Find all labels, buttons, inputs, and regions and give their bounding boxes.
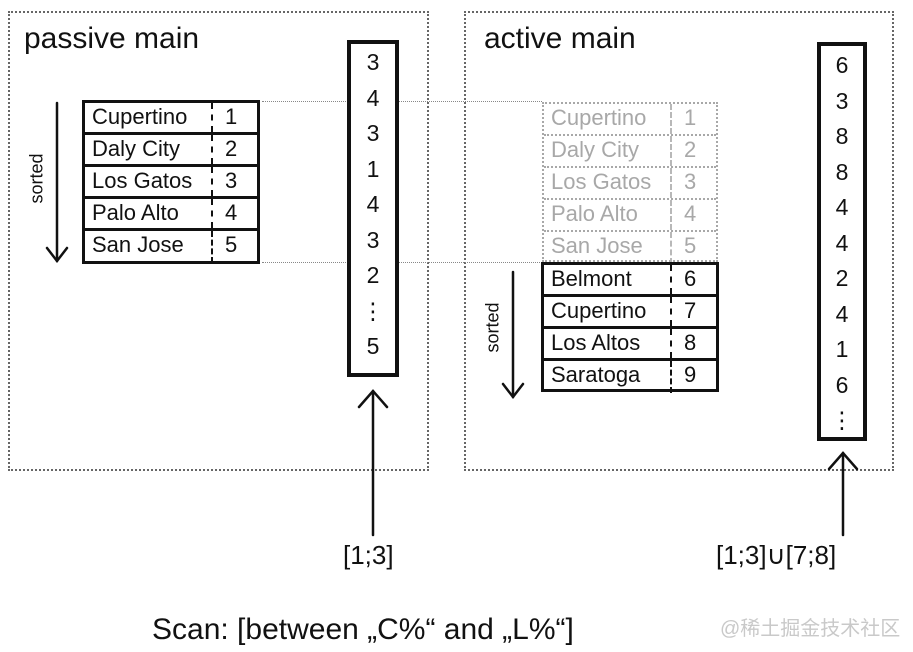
column-value: 6: [835, 371, 849, 398]
dictionary-separator: [670, 168, 672, 198]
active-range-label: [1;3]∪[7;8]: [716, 540, 837, 570]
dictionary-city: Saratoga: [551, 362, 641, 387]
dictionary-code: 6: [684, 266, 697, 291]
dictionary-row: Palo Alto 4: [544, 200, 716, 232]
dictionary-row: San Jose 5: [544, 232, 716, 264]
dictionary-code: 1: [684, 105, 697, 130]
dictionary-separator: [211, 135, 213, 164]
column-value: 2: [835, 265, 849, 291]
dictionary-row: Los Altos 8: [544, 329, 716, 361]
dictionary-city: San Jose: [92, 232, 184, 257]
passive-value-column: 3 4 3 1 4 3 2 ⋮ 5: [347, 40, 399, 377]
column-value: 8: [835, 158, 849, 185]
column-value: 2: [366, 262, 380, 288]
column-value: 3: [366, 226, 380, 253]
column-value: 3: [366, 49, 380, 75]
dictionary-row: San Jose 5: [85, 231, 257, 263]
active-range-arrow: [827, 451, 859, 537]
dictionary-separator: [670, 104, 672, 134]
dictionary-row: Los Gatos 3: [85, 167, 257, 199]
dictionary-city: Cupertino: [551, 298, 647, 323]
dictionary-separator: [670, 136, 672, 166]
dictionary-code: 5: [684, 233, 697, 258]
dictionary-separator: [670, 265, 672, 294]
dictionary-code: 5: [225, 232, 238, 257]
column-value: 3: [366, 120, 380, 146]
dictionary-code: 2: [684, 137, 697, 162]
column-value: 4: [366, 191, 380, 217]
dictionary-code: 4: [684, 201, 697, 226]
guide-line-top: [262, 101, 542, 102]
active-sorted-arrow: [501, 270, 525, 400]
dictionary-city: Los Altos: [551, 330, 641, 355]
dictionary-city: San Jose: [551, 233, 643, 258]
dictionary-separator: [670, 232, 672, 264]
column-value: 4: [835, 300, 849, 327]
passive-main-panel: [8, 11, 429, 471]
column-value: 6: [835, 52, 849, 78]
dictionary-city: Cupertino: [92, 104, 188, 129]
column-value: ⋮: [830, 407, 854, 433]
dictionary-city: Belmont: [551, 266, 632, 291]
column-value: 1: [835, 336, 849, 362]
passive-range-arrow: [357, 389, 389, 537]
passive-main-title: passive main: [24, 22, 200, 55]
dictionary-city: Los Gatos: [92, 168, 193, 193]
dictionary-row: Palo Alto 4: [85, 199, 257, 231]
dictionary-row: Cupertino 7: [544, 297, 716, 329]
column-value: 4: [835, 194, 849, 220]
dictionary-code: 1: [225, 104, 238, 129]
dictionary-row: Los Gatos 3: [544, 168, 716, 200]
active-main-title: active main: [484, 22, 636, 55]
column-value: ⋮: [361, 297, 385, 324]
column-value: 3: [835, 87, 849, 114]
dictionary-row: Saratoga 9: [544, 361, 716, 393]
dictionary-row: Cupertino 1: [544, 104, 716, 136]
scan-caption: Scan: [between „C%“ and „L%“]: [152, 613, 574, 646]
dictionary-row: Daly City 2: [544, 136, 716, 168]
dictionary-code: 8: [684, 330, 697, 355]
dictionary-separator: [670, 361, 672, 393]
dictionary-separator: [670, 297, 672, 326]
dictionary-code: 7: [684, 298, 697, 323]
dictionary-city: Daly City: [92, 136, 181, 161]
dictionary-separator: [211, 231, 213, 263]
dictionary-city: Cupertino: [551, 105, 647, 130]
column-value: 4: [366, 84, 380, 111]
dictionary-code: 4: [225, 200, 238, 225]
column-value: 4: [835, 229, 849, 256]
dictionary-code: 2: [225, 136, 238, 161]
column-value: 8: [835, 123, 849, 149]
dictionary-separator: [670, 200, 672, 230]
dictionary-separator: [211, 103, 213, 132]
dictionary-code: 3: [225, 168, 238, 193]
dictionary-code: 3: [684, 169, 697, 194]
passive-sorted-arrow: [45, 101, 69, 264]
dictionary-separator: [211, 167, 213, 196]
dictionary-code: 9: [684, 362, 697, 387]
dictionary-city: Palo Alto: [551, 201, 638, 226]
active-value-column: 6 3 8 8 4 4 2 4 1 6 ⋮: [817, 42, 867, 441]
dictionary-city: Daly City: [551, 137, 640, 162]
watermark: @稀土掘金技术社区: [720, 618, 901, 640]
guide-line-bottom: [262, 262, 542, 263]
dictionary-row: Cupertino 1: [85, 103, 257, 135]
active-main-panel: [464, 11, 894, 471]
dictionary-separator: [211, 199, 213, 228]
dictionary-row: Daly City 2: [85, 135, 257, 167]
dictionary-city: Palo Alto: [92, 200, 179, 225]
dictionary-city: Los Gatos: [551, 169, 652, 194]
dictionary-row: Belmont 6: [544, 265, 716, 297]
column-value: 1: [366, 155, 380, 182]
dictionary-separator: [670, 329, 672, 358]
column-value: 5: [366, 333, 380, 359]
passive-range-label: [1;3]: [343, 540, 394, 570]
